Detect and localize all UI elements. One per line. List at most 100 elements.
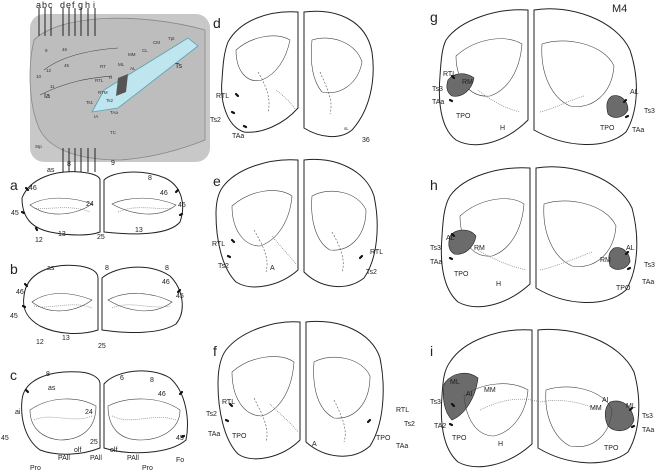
panel-f-right-inner <box>313 356 371 419</box>
panel-g-label-al: AL <box>630 89 639 96</box>
panel-f-letter: f <box>213 343 217 359</box>
panel-a-label-46-right: 46 <box>160 190 168 197</box>
panel-h-left-hemisphere <box>440 167 531 308</box>
panel-g-letter: g <box>430 9 438 25</box>
panel-a-label-13-left: 13 <box>58 231 66 238</box>
panel-d-left-hemisphere <box>221 11 299 133</box>
label-tick-mark <box>178 390 184 396</box>
panel-b-label-46-right: 46 <box>162 279 170 286</box>
panel-c-label-8: 8 <box>46 371 50 378</box>
panel-h-label-taa-right: TAa <box>642 279 654 286</box>
panel-c: c 8 as ai 45 24 25 6 46 8 45 Pro PAll ol… <box>1 367 188 472</box>
panel-c-label-pro-right: Pro <box>142 465 153 472</box>
panel-d-left-inner <box>235 35 291 81</box>
panel-b: b as 8 46 45 12 13 25 46 45 8 <box>10 261 184 350</box>
panel-a-label-45-left: 45 <box>11 210 19 217</box>
lateral-label-ia: Ia <box>44 93 50 100</box>
panel-g-left-shaded-region <box>446 73 475 97</box>
panel-g-right-inner <box>541 40 615 107</box>
panel-c-label-fo: Fo <box>176 457 184 464</box>
lateral-label-tpt: Tpt <box>168 36 175 41</box>
panel-f-label-tpo-right: TPO <box>376 435 391 442</box>
panel-f-label-rtl-left: RTL <box>222 399 235 406</box>
lateral-sulcus-arc <box>43 47 119 71</box>
panel-e-letter: e <box>213 173 221 189</box>
lateral-label-9: 9 <box>45 48 48 53</box>
panel-h-label-al-left: AL <box>446 235 455 242</box>
panel-a-right-gyrus <box>111 197 177 215</box>
panel-i-label-tpo-left: TPO <box>452 435 467 442</box>
label-tick-mark <box>626 266 632 271</box>
panel-c-label-pro-left: Pro <box>30 465 41 472</box>
lateral-label-cm: CM <box>153 40 160 45</box>
panel-g-dots <box>477 89 585 113</box>
panel-b-right-gyrus <box>107 293 173 312</box>
lateral-label-ml: ML <box>118 62 125 67</box>
label-tick-mark <box>448 98 454 103</box>
panel-i-label-ml-right: ML <box>626 403 636 410</box>
label-tick-mark <box>450 74 456 80</box>
panel-c-label-olf-right: olf <box>110 447 117 454</box>
panel-g-right-hemisphere <box>533 8 637 146</box>
label-tick-mark <box>366 418 372 424</box>
panel-c-label-45-right: 45 <box>176 435 184 442</box>
lateral-label-r: R <box>109 75 113 80</box>
panel-d-right-hemisphere <box>303 10 374 137</box>
panel-i-label-mm-right: MM <box>590 405 602 412</box>
panel-f-label-taa-right: TAa <box>396 443 408 450</box>
panel-e-left-inner <box>231 190 293 247</box>
panel-h-label-ts3-left: Ts3 <box>430 245 441 252</box>
label-tick-mark <box>224 418 230 423</box>
lateral-brain-view: a b c d e f g h i 9 46 45 12 10 11 Ia RT… <box>29 0 210 172</box>
panel-i-left-inner <box>463 383 529 437</box>
panel-f-label-taa-left: TAa <box>208 431 220 438</box>
panel-a-label-45-right: 45 <box>178 202 186 209</box>
cut-letter-f: f <box>72 0 75 10</box>
panel-a-letter: a <box>10 177 18 193</box>
panel-a-label-dots <box>33 207 173 213</box>
label-tick-mark <box>24 388 30 394</box>
panel-c-right-hemisphere <box>103 370 188 454</box>
lateral-label-ts: Ts <box>175 63 183 70</box>
panel-d-letter: d <box>213 15 221 31</box>
label-tick-mark <box>24 186 30 192</box>
panel-e-label-a: A <box>270 265 275 272</box>
panel-a-label-9: 9 <box>111 160 115 167</box>
panel-a-label-24: 24 <box>86 201 94 208</box>
shaded-injection-area <box>116 74 128 96</box>
label-tick-mark <box>448 256 454 261</box>
panel-h-right-hemisphere <box>535 166 638 304</box>
label-tick-mark <box>630 424 636 429</box>
panel-i-right-inner <box>545 386 613 447</box>
panel-i-right-hemisphere <box>537 328 640 464</box>
cut-letter-h: h <box>85 0 90 10</box>
label-tick-mark <box>622 98 628 104</box>
panel-h-label-rm-left: RM <box>474 245 485 252</box>
panel-e-label-rtl-right: RTL <box>370 249 383 256</box>
panel-b-left-hemisphere <box>23 264 99 334</box>
panel-f-label-ts2-right: Ts2 <box>404 421 415 428</box>
panel-c-letter: c <box>10 367 17 383</box>
panel-a-label-25: 25 <box>97 234 105 241</box>
lateral-label-45: 45 <box>64 63 70 68</box>
panel-c-label-dots <box>33 415 177 421</box>
label-tick-mark <box>21 304 27 309</box>
label-tick-mark <box>624 114 630 119</box>
lateral-label-10: 10 <box>36 74 42 79</box>
label-tick-mark <box>448 422 454 427</box>
label-tick-mark <box>234 92 240 98</box>
panel-i-letter: i <box>430 343 433 359</box>
panel-g-right-shaded-region <box>606 95 629 118</box>
panel-a-label-8-right: 8 <box>148 175 152 182</box>
panel-g-left-hemisphere <box>438 9 529 146</box>
panel-d-label-rtl: RTL <box>216 93 229 100</box>
panel-b-label-8: 8 <box>105 265 109 272</box>
panel-h-label-rm-right: RM <box>600 257 611 264</box>
panel-g-label-tpo-left: TPO <box>456 113 471 120</box>
panel-f-dots <box>269 403 299 433</box>
panel-f: f RTL Ts2 TAa TPO A RTL Ts2 TPO TAa <box>206 320 415 460</box>
panel-b-label-dots <box>33 304 171 309</box>
panel-e-dashed-boundaries <box>253 229 344 273</box>
panel-e-label-ts2-left: Ts2 <box>218 263 229 270</box>
panel-d-label-sl: sL <box>344 126 349 131</box>
